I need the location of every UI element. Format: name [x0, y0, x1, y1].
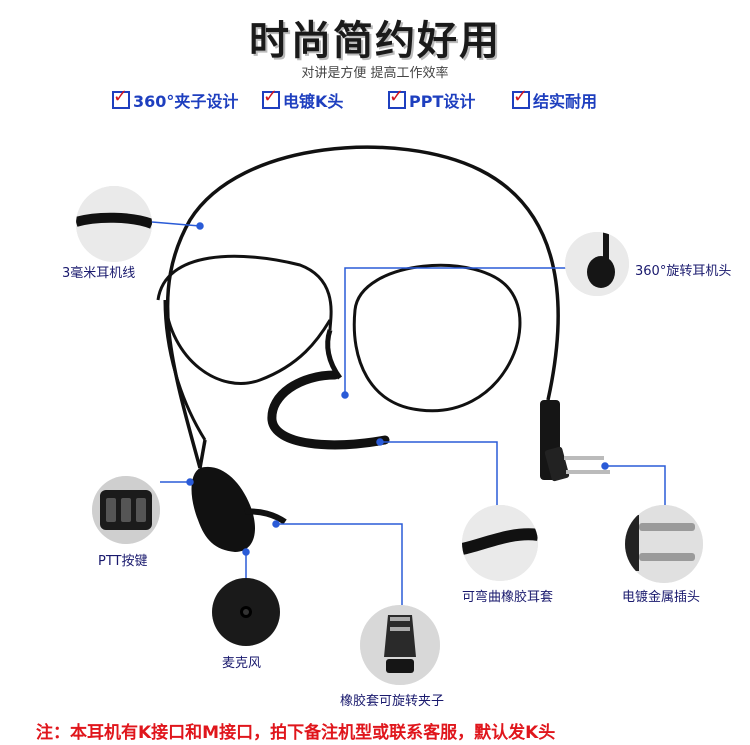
callout-line-ptt [160, 480, 191, 483]
ptt-button-image [92, 476, 160, 544]
thumb-cable-closeup [76, 186, 152, 262]
feature-label: 结实耐用 [533, 92, 598, 111]
page-subtitle: 对讲是方便 提高工作效率 [301, 66, 449, 81]
cable-outer-loop [165, 145, 560, 469]
thumb-plug [625, 505, 703, 583]
feature-item-durable: 结实耐用 [512, 86, 598, 112]
feature-item-plating: 电镀K头 [262, 86, 344, 112]
feature-label: 360°夹子设计 [133, 92, 239, 111]
ptt-clip [244, 508, 287, 525]
thumb-clip [360, 605, 440, 685]
label-ptt: PTT按键 [98, 554, 148, 569]
thumb-mic [212, 578, 280, 646]
ear-cover-image [462, 505, 538, 581]
plug-pin-bottom [566, 470, 610, 474]
label-plug: 电镀金属插头 [622, 590, 701, 605]
callout-line-rotate [344, 267, 610, 395]
callout-dot [272, 520, 280, 528]
plug-image [625, 505, 703, 583]
feature-label: 电镀K头 [283, 92, 344, 111]
thumb-ear-cover [462, 505, 538, 581]
checkbox-check-icon [388, 86, 406, 109]
checkbox-check-icon [262, 86, 280, 109]
cable-inner-loop-left-lower [163, 299, 332, 385]
ear-hook [267, 370, 390, 450]
callout-dot [376, 438, 384, 446]
callout-dot [196, 222, 204, 230]
ear-hook-stem [325, 329, 343, 380]
cable-inner-loop-right [352, 263, 522, 413]
callout-dot [341, 391, 349, 399]
callout-line-earcover [380, 441, 498, 510]
mic-image [212, 578, 280, 646]
cable-inner-loop-left [156, 254, 333, 331]
footer-note: 注：本耳机有K接口和M接口，拍下备注机型或联系客服，默认发K头 [36, 723, 556, 743]
page-title: 时尚简约好用 [249, 18, 501, 64]
callout-line-plug [605, 465, 666, 510]
plug-head [544, 446, 570, 482]
thumb-rotate-head [565, 232, 629, 296]
checkbox-check-icon [512, 86, 530, 109]
feature-item-ppt: PPT设计 [388, 86, 476, 112]
cable-ptt-segment [198, 439, 207, 469]
plug-pin-top [564, 456, 604, 460]
label-rotate-head: 360°旋转耳机头 [635, 264, 732, 279]
callout-line-clip [276, 523, 403, 605]
cable-closeup-image [76, 186, 152, 262]
label-ear-cover: 可弯曲橡胶耳套 [462, 590, 554, 605]
rotate-head-image [565, 232, 629, 296]
feature-list: 360°夹子设计 电镀K头 PPT设计 结实耐用 [0, 86, 750, 112]
checkbox-check-icon [112, 86, 130, 109]
ptt-unit [191, 466, 255, 552]
callout-dot [186, 478, 194, 486]
label-clip: 橡胶套可旋转夹子 [340, 694, 445, 709]
label-mic: 麦克风 [222, 656, 262, 671]
feature-label: PPT设计 [409, 92, 476, 111]
callout-line-cable [151, 221, 201, 227]
cable-ptt-up [163, 299, 207, 441]
callout-dot [242, 548, 250, 556]
clip-image [360, 605, 440, 685]
callout-dot [601, 462, 609, 470]
feature-item-clip: 360°夹子设计 [112, 86, 239, 112]
thumb-ptt [92, 476, 160, 544]
callout-lines [151, 221, 666, 605]
label-cable: 3毫米耳机线 [62, 266, 136, 281]
